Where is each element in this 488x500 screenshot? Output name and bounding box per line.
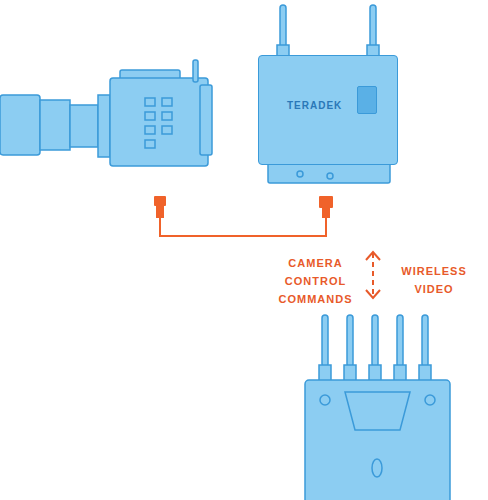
antenna-base [369,365,381,381]
arrow-head [366,290,380,298]
base-port [297,171,303,177]
cable-connector [156,206,164,218]
camera-button [162,126,172,134]
base-port [327,173,333,179]
antenna [422,315,428,367]
antenna [397,315,403,367]
camera-button [145,126,155,134]
transmitter-base [268,163,390,183]
cable-connector [319,196,333,208]
receiver-knob [425,395,435,405]
camera-button [145,98,155,106]
receiver-body [305,380,450,500]
camera-button [162,98,172,106]
lens-front [0,95,40,155]
camera-body [110,78,208,166]
status-screen [357,86,377,114]
cable-connector [322,208,330,218]
antenna-base [394,365,406,381]
lens-mount [98,95,110,157]
mount-slot [372,459,382,477]
antenna [372,315,378,367]
camera-rear-plate [200,85,212,155]
antenna-base [319,365,331,381]
antenna-base [419,365,431,381]
arrow-head [366,252,380,260]
wireless-link [372,253,374,297]
antenna [370,5,376,50]
receiver-knob [320,395,330,405]
lens-barrel [70,105,98,147]
camera-button [145,112,155,120]
cable-connector [154,196,166,206]
signal-label: WIRELESS VIDEO [390,262,478,298]
camera-antenna [193,60,198,82]
antenna-base [344,365,356,381]
control-cable [160,218,326,236]
antenna [347,315,353,367]
v-mount-plate [345,392,410,430]
antenna [322,315,328,367]
brand-name: TERADEK [287,100,342,111]
camera-button [162,112,172,120]
transmitter-box: TERADEK [258,55,398,165]
signal-label: CAMERA CONTROL COMMANDS [268,254,363,308]
camera-button [145,140,155,148]
antenna [280,5,286,50]
lens-ring [40,100,70,150]
